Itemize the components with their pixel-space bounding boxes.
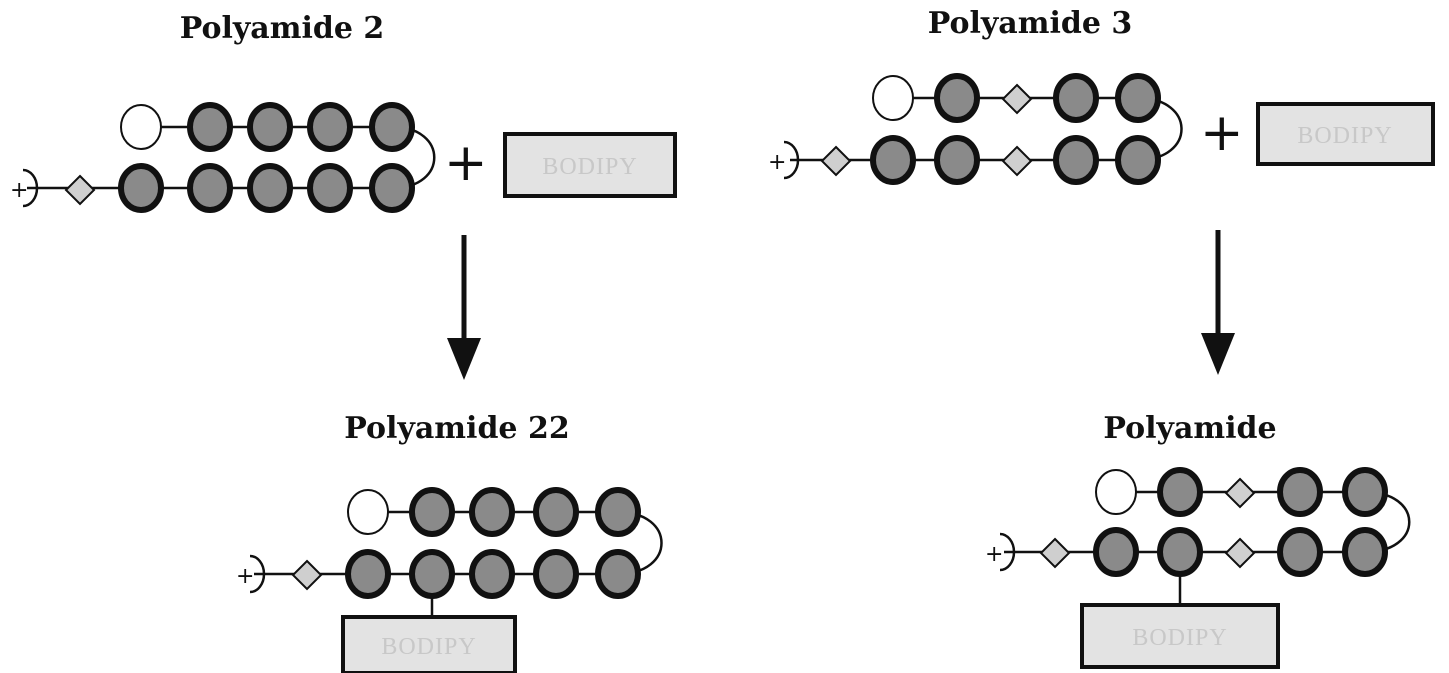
dark-ring-icon — [247, 102, 293, 152]
title-polyamide-2: Polyamide 2 — [180, 11, 385, 46]
dark-ring-icon — [533, 549, 579, 599]
dark-ring-icon — [469, 487, 515, 537]
dark-ring-icon — [533, 487, 579, 537]
dark-ring-icon — [369, 102, 415, 152]
cation-symbol: + — [236, 564, 254, 589]
cation-symbol: + — [10, 178, 28, 203]
light-ring-icon — [347, 489, 389, 535]
dark-ring-icon — [307, 163, 353, 213]
dark-ring-icon — [409, 549, 455, 599]
dark-ring-icon — [934, 73, 980, 123]
bodipy-label: BODIPY — [381, 634, 476, 660]
diamond-icon — [1001, 83, 1033, 115]
light-ring-icon — [120, 104, 162, 150]
molecule-polyamide-2: + — [10, 102, 436, 213]
cation-symbol: + — [768, 150, 786, 175]
bodipy-box: BODIPY — [1256, 102, 1435, 166]
arrow-down-icon — [447, 235, 481, 380]
dark-ring-icon — [409, 487, 455, 537]
plus-sign: + — [444, 133, 488, 193]
molecule-polyamide-22: + — [236, 487, 663, 618]
bodipy-label: BODIPY — [1297, 123, 1392, 149]
bodipy-label: BODIPY — [542, 154, 637, 180]
bodipy-label: BODIPY — [1132, 625, 1227, 651]
dark-ring-icon — [369, 163, 415, 213]
plus-sign: + — [1200, 103, 1244, 163]
dark-ring-icon — [1053, 135, 1099, 185]
bodipy-box: BODIPY — [341, 615, 517, 673]
dark-ring-icon — [187, 102, 233, 152]
title-polyamide-3: Polyamide 3 — [928, 6, 1133, 41]
cation-symbol: + — [985, 542, 1003, 567]
dark-ring-icon — [595, 487, 641, 537]
dark-ring-icon — [1093, 527, 1139, 577]
dark-ring-icon — [595, 549, 641, 599]
dark-ring-icon — [1277, 527, 1323, 577]
dark-ring-icon — [345, 549, 391, 599]
diamond-icon — [1039, 537, 1071, 569]
molecule-polyamide-3: + — [768, 73, 1183, 185]
diamond-icon — [64, 174, 96, 206]
dark-ring-icon — [1277, 467, 1323, 517]
diamond-icon — [820, 145, 852, 177]
diamond-icon — [1001, 145, 1033, 177]
title-polyamide-22: Polyamide 22 — [344, 411, 569, 446]
diamond-icon — [291, 559, 323, 591]
bodipy-box: BODIPY — [1080, 603, 1280, 669]
dark-ring-icon — [1115, 73, 1161, 123]
dark-ring-icon — [307, 102, 353, 152]
light-ring-icon — [1095, 469, 1137, 515]
dark-ring-icon — [469, 549, 515, 599]
dark-ring-icon — [1157, 467, 1203, 517]
arrow-down-icon — [1201, 230, 1235, 375]
dark-ring-icon — [1157, 527, 1203, 577]
dark-ring-icon — [934, 135, 980, 185]
dark-ring-icon — [1342, 527, 1388, 577]
title-polyamide: Polyamide — [1103, 411, 1276, 446]
dark-ring-icon — [187, 163, 233, 213]
diamond-icon — [1224, 477, 1256, 509]
dark-ring-icon — [247, 163, 293, 213]
bodipy-box: BODIPY — [503, 132, 677, 198]
dark-ring-icon — [1115, 135, 1161, 185]
light-ring-icon — [872, 75, 914, 121]
dark-ring-icon — [1053, 73, 1099, 123]
diamond-icon — [1224, 537, 1256, 569]
dark-ring-icon — [1342, 467, 1388, 517]
dark-ring-icon — [870, 135, 916, 185]
molecule-polyamide: + — [985, 467, 1411, 604]
dark-ring-icon — [118, 163, 164, 213]
